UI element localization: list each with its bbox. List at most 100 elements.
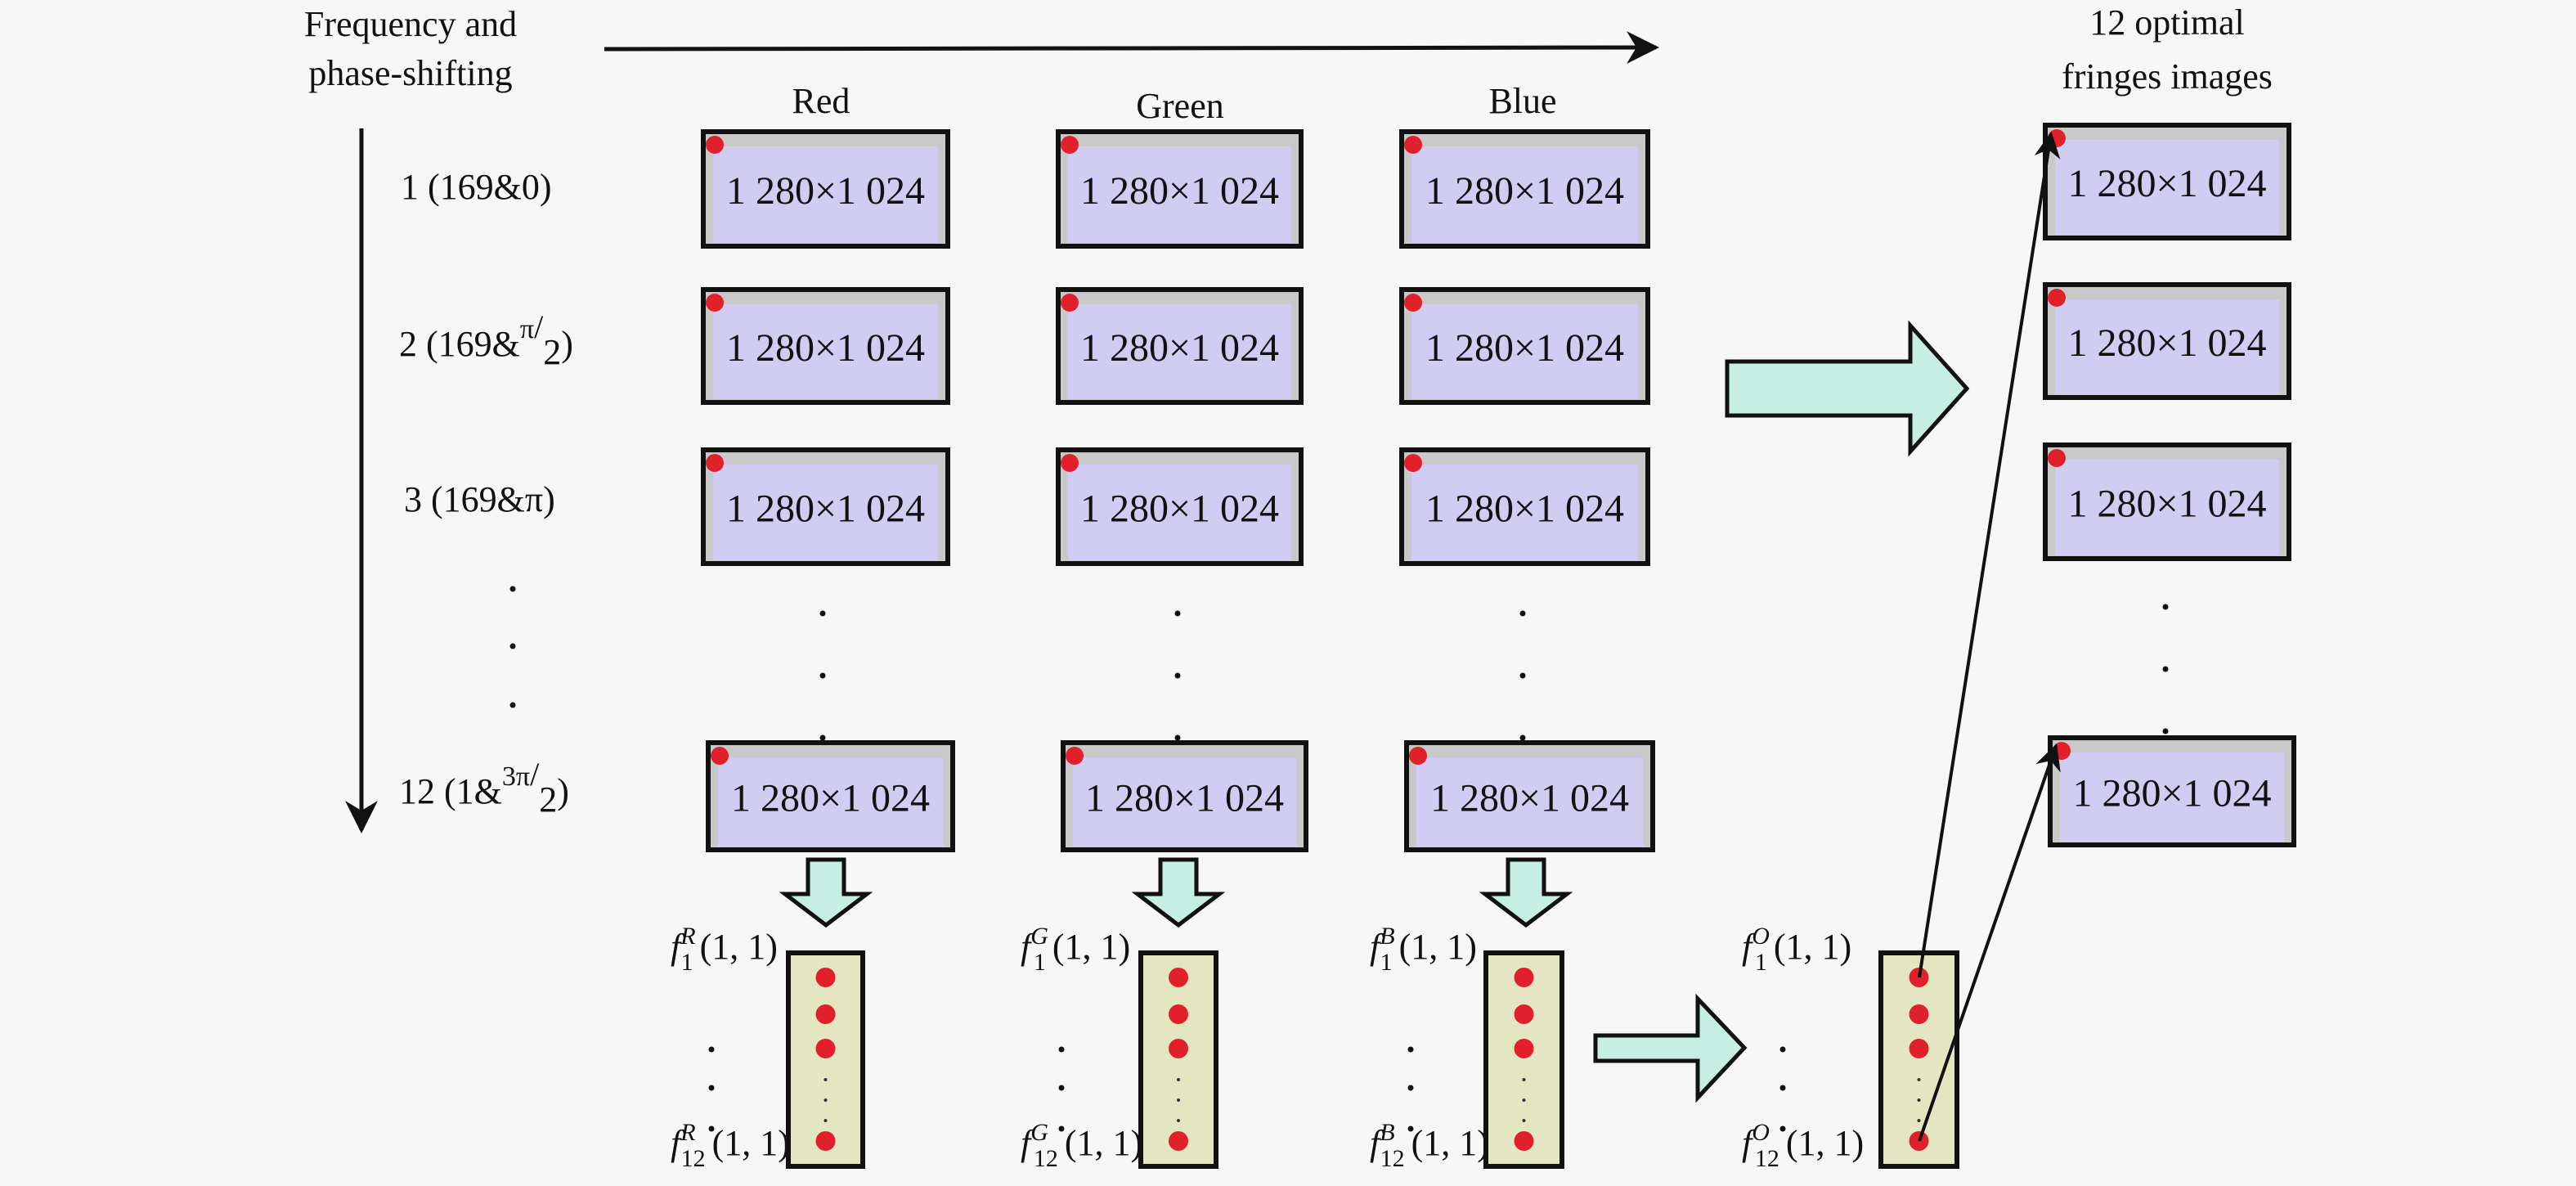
label-ellipsis-dot [1058,1085,1065,1091]
pixel-dot-icon [1066,747,1084,765]
pixel-dot-icon [1514,1004,1534,1024]
pixel-dot-icon [1061,294,1079,312]
resolution-label: 1 280×1 024 [1080,326,1279,370]
pixel-dot-icon [1404,454,1422,472]
fringe-box-red-row-3: 1 280×1 024 [701,447,950,566]
fringe-box-blue-row-1: 1 280×1 024 [1399,129,1650,249]
mapping-line-first [1918,131,2061,978]
pixel-dot-icon [1409,747,1427,765]
pixel-dot-icon [1514,1039,1534,1058]
pixel-dot-icon [815,1039,836,1058]
pixel-dot-icon [1909,1131,1929,1151]
down-arrow-icon-blue [1479,857,1573,928]
pixel-dot-icon [1514,968,1534,987]
optimal-fringe-box-12: 1 280×1 024 [2048,735,2296,847]
resolution-label: 1 280×1 024 [1080,487,1279,531]
label-ellipsis-dot [1779,1085,1786,1091]
down-arrow-icon-red [779,857,873,928]
column-ellipsis [1174,610,1181,741]
column-label-blue: Blue [1488,81,1556,121]
optimal-fringe-box-1: 1 280×1 024 [2043,123,2291,240]
optimal-fringe-box-2: 1 280×1 024 [2043,282,2291,400]
label-ellipsis-dot [1058,1046,1065,1053]
resolution-label: 1 280×1 024 [2067,162,2266,205]
label-ellipsis-dot [708,1085,715,1091]
fringe-box-red-row-1: 1 280×1 024 [701,129,950,249]
column-ellipsis [1519,610,1526,741]
pixel-dot-icon [1909,1039,1929,1058]
left-title-line2: phase-shifting [308,53,512,93]
optimal-fringe-box-3: 1 280×1 024 [2043,443,2291,561]
label-ellipsis-dot [708,1125,715,1132]
big-right-arrow-icon [1725,320,1970,457]
label-ellipsis-dot [708,1046,715,1053]
horizontal-axis-arrow [604,31,1659,65]
pixel-dot-icon [1514,1131,1534,1151]
pixel-dot-icon [815,1131,836,1151]
resolution-label: 1 280×1 024 [726,487,925,531]
label-ellipsis-dot [1779,1046,1786,1053]
pixel-dot-icon [815,1004,836,1024]
pixel-dot-icon [706,294,724,312]
fringe-box-green-row-2: 1 280×1 024 [1056,287,1304,405]
fringe-box-blue-row-12: 1 280×1 024 [1404,740,1655,852]
pixel-dot-icon [2048,289,2066,307]
row-label-12: 12 (1&3π/2) [399,756,569,820]
fringe-box-red-row-12: 1 280×1 024 [706,740,955,852]
row-label-3: 3 (169&π) [404,479,555,519]
column-ellipsis [819,610,826,741]
resolution-label: 1 280×1 024 [1430,777,1629,820]
left-title-line1: Frequency and [304,4,517,44]
label-ellipsis-dot [1058,1125,1065,1132]
pixel-dot-icon [1169,1131,1188,1151]
pixel-dot-icon [1909,1004,1929,1024]
pixel-dot-icon [706,136,724,154]
row-ellipsis [509,586,516,708]
resolution-label: 1 280×1 024 [1425,169,1624,213]
resolution-label: 1 280×1 024 [2067,321,2266,365]
pixel-dot-icon [1061,454,1079,472]
resolution-label: 1 280×1 024 [1425,326,1624,370]
resolution-label: 1 280×1 024 [726,169,925,213]
small-right-arrow-icon [1593,993,1748,1103]
resolution-label: 1 280×1 024 [2067,483,2266,526]
right-title-line1: 12 optimal [2089,2,2244,43]
pixel-dot-icon [1404,136,1422,154]
down-arrow-icon-green [1131,857,1226,928]
column-ellipsis [2162,604,2169,735]
resolution-label: 1 280×1 024 [731,777,930,820]
pixel-dot-icon [1169,1004,1188,1024]
resolution-label: 1 280×1 024 [726,326,925,370]
mapping-line-last [1918,743,2061,1142]
pixel-dot-icon [2048,449,2066,467]
row-label-2: 2 (169&π/2) [399,308,573,372]
fringe-box-red-row-2: 1 280×1 024 [701,287,950,405]
column-label-green: Green [1136,86,1224,126]
label-ellipsis-dot [1779,1125,1786,1132]
fringe-box-green-row-1: 1 280×1 024 [1056,129,1304,249]
pixel-dot-icon [1909,968,1929,987]
resolution-label: 1 280×1 024 [2072,772,2271,815]
fringe-box-blue-row-2: 1 280×1 024 [1399,287,1650,405]
resolution-label: 1 280×1 024 [1080,169,1279,213]
fringe-box-blue-row-3: 1 280×1 024 [1399,447,1650,566]
column-label-red: Red [792,81,850,121]
fringe-box-green-row-12: 1 280×1 024 [1061,740,1308,852]
pixel-dot-icon [1061,136,1079,154]
pixel-dot-icon [706,454,724,472]
pixel-dot-icon [1169,1039,1188,1058]
fringe-box-green-row-3: 1 280×1 024 [1056,447,1304,566]
